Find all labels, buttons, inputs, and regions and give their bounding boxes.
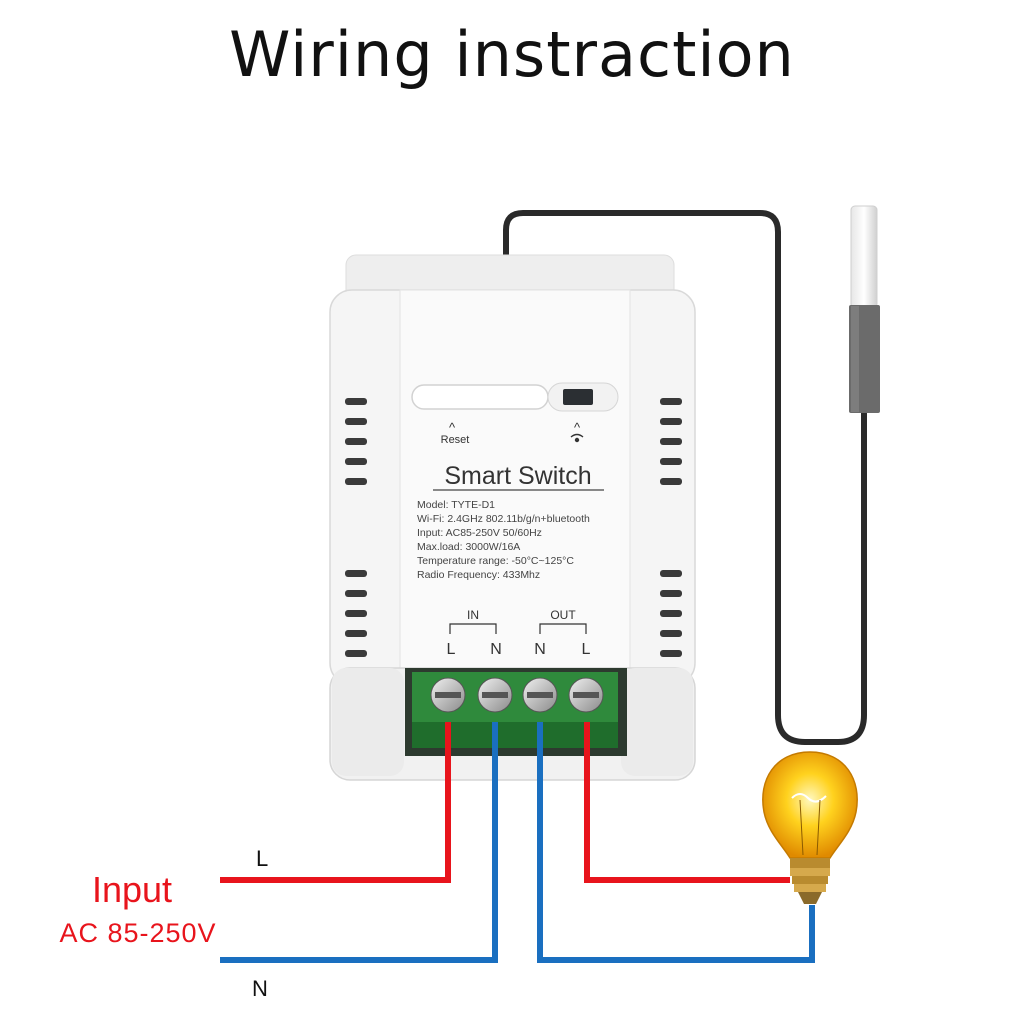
spec-line: Model: TYTE-D1: [417, 499, 495, 511]
terminal-label: N: [534, 641, 546, 658]
in-label: IN: [467, 608, 479, 622]
input-neutral-wire: [220, 722, 498, 963]
spec-line: Temperature range: -50°C~125°C: [417, 555, 574, 567]
spec-list: Model: TYTE-D1 Wi-Fi: 2.4GHz 802.11b/g/n…: [417, 499, 590, 581]
terminal-screw: [522, 677, 558, 713]
spec-line: Radio Frequency: 433Mhz: [417, 569, 540, 581]
light-bulb-icon: [762, 751, 858, 904]
svg-text:^: ^: [574, 420, 581, 435]
terminal-label: L: [582, 641, 591, 658]
terminal-screw: [568, 677, 604, 713]
temperature-probe: [849, 205, 880, 413]
right-vents: [660, 398, 682, 657]
device-name: Smart Switch: [444, 462, 591, 490]
output-neutral-wire: [537, 722, 815, 963]
input-voltage: AC 85-250V: [59, 918, 216, 948]
reset-label: Reset: [441, 434, 470, 446]
sensor-cable: [503, 210, 867, 745]
output-live-wire: [584, 722, 790, 883]
terminal-label: N: [490, 641, 502, 658]
line-label: L: [256, 846, 268, 871]
terminal-label: L: [447, 641, 456, 658]
neutral-label: N: [252, 976, 268, 1001]
spec-line: Wi-Fi: 2.4GHz 802.11b/g/n+bluetooth: [417, 513, 590, 525]
reset-button: [411, 384, 549, 410]
left-vents: [345, 398, 367, 657]
terminal-screw: [430, 677, 466, 713]
terminal-brackets: [449, 623, 587, 634]
out-label: OUT: [550, 608, 576, 622]
smart-switch-device: ^ Reset ^ Smart Switch Model: TYTE-D1 Wi…: [329, 254, 696, 781]
page-title: Wiring instraction: [229, 18, 795, 91]
reset-caret-icon: ^: [449, 420, 456, 435]
terminal-block: [405, 668, 627, 756]
wifi-icon: ^: [570, 420, 584, 443]
spec-line: Input: AC85-250V 50/60Hz: [417, 527, 542, 539]
input-live-wire: [220, 722, 451, 883]
status-led: [563, 389, 593, 405]
terminal-screw: [477, 677, 513, 713]
input-label: Input: [92, 869, 172, 910]
spec-line: Max.load: 3000W/16A: [417, 541, 520, 553]
